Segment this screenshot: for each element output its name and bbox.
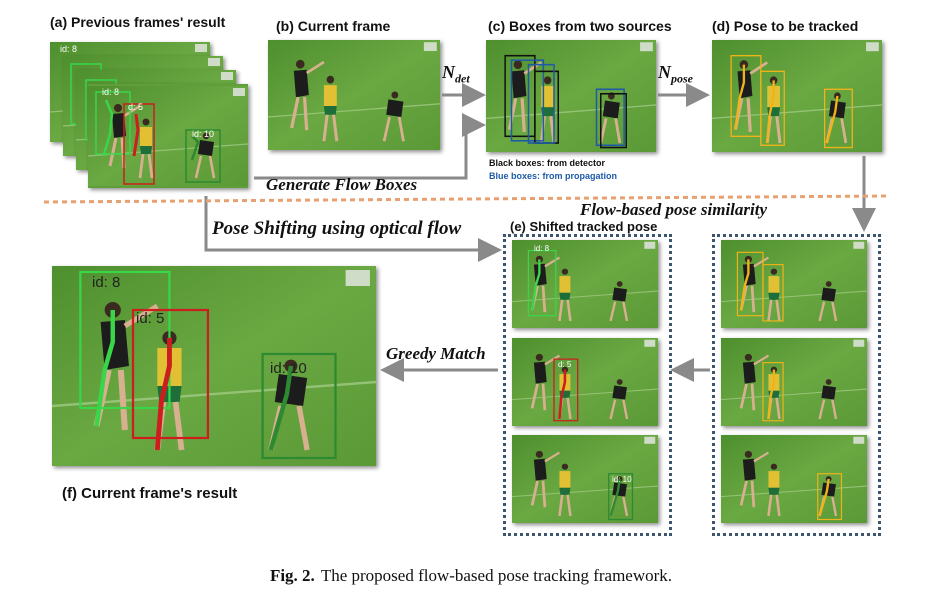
stack-id-8: id: 8 bbox=[102, 87, 120, 97]
label-current-frame: (b) Current frame bbox=[276, 18, 391, 34]
shifted-pose-frame-1: id: 8 bbox=[512, 240, 658, 328]
shifted-id-5: d: 5 bbox=[558, 360, 572, 369]
n-pose-base: N bbox=[658, 62, 671, 82]
shifted-pose-frame-3: id: 10 bbox=[512, 435, 658, 523]
legend-black-boxes: Black boxes: from detector bbox=[489, 158, 606, 168]
shifted-pose-frame-2: d: 5 bbox=[512, 338, 658, 426]
stack-id-label: id: 8 bbox=[60, 44, 78, 54]
candidate-pose-frame-3 bbox=[721, 435, 867, 523]
candidate-pose-frame-2 bbox=[721, 338, 867, 426]
stack-id-10: id: 10 bbox=[192, 129, 215, 139]
n-det-sub: det bbox=[455, 71, 470, 86]
candidate-pose-panel bbox=[712, 234, 881, 536]
result-frame-image: id: 8 id: 5 id: 10 bbox=[52, 266, 376, 466]
candidate-pose-frame-1 bbox=[721, 240, 867, 328]
n-pose-label: Npose bbox=[658, 62, 693, 87]
result-id-10: id: 10 bbox=[270, 360, 307, 377]
caption-text: The proposed flow-based pose tracking fr… bbox=[320, 566, 673, 585]
label-current-frame-result: (f) Current frame's result bbox=[62, 485, 238, 502]
legend-blue-boxes: Blue boxes: from propagation bbox=[489, 171, 618, 181]
n-pose-sub: pose bbox=[671, 71, 693, 86]
current-frame-image bbox=[268, 40, 440, 150]
label-shifted-tracked-pose: (e) Shifted tracked pose bbox=[510, 219, 658, 234]
flow-similarity-label: Flow-based pose similarity bbox=[580, 200, 767, 219]
n-det-base: N bbox=[442, 62, 455, 82]
stack-id-5: d: 5 bbox=[128, 102, 144, 112]
shifted-pose-panel bbox=[503, 234, 672, 536]
result-id-8: id: 8 bbox=[92, 274, 121, 291]
label-pose-to-be-tracked: (d) Pose to be tracked bbox=[712, 18, 859, 34]
result-id-5: id: 5 bbox=[136, 310, 165, 327]
pose-to-track-frame bbox=[712, 40, 882, 152]
figure-caption: Fig. 2. The proposed flow-based pose trac… bbox=[0, 566, 942, 586]
pose-shifting-label: Pose Shifting using optical flow bbox=[212, 218, 462, 239]
boxes-frame-image bbox=[486, 40, 656, 152]
previous-frame-0: id: 8 d: 5 id: 10 bbox=[88, 84, 248, 188]
greedy-match-label: Greedy Match bbox=[386, 344, 486, 363]
generate-flow-boxes-label: Generate Flow Boxes bbox=[266, 175, 418, 194]
shifted-id-8: id: 8 bbox=[534, 244, 550, 253]
caption-prefix: Fig. 2. bbox=[269, 566, 315, 585]
label-previous-frames: (a) Previous frames' result bbox=[50, 14, 226, 30]
shifted-id-10: id: 10 bbox=[612, 475, 632, 484]
n-det-label: Ndet bbox=[442, 62, 470, 87]
label-boxes-two-sources: (c) Boxes from two sources bbox=[488, 18, 672, 34]
